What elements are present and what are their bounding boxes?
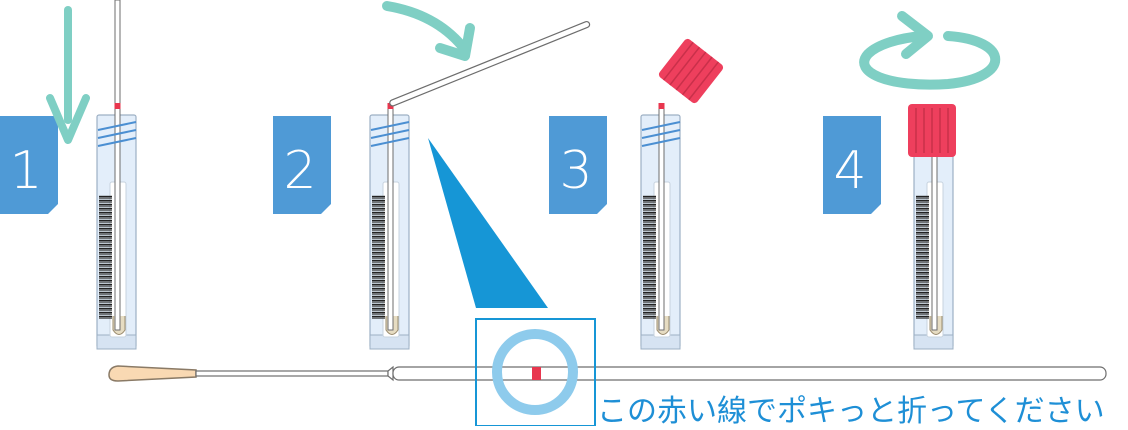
- step-2-number: 2: [283, 141, 316, 201]
- curve-arrow-icon: [435, 23, 475, 61]
- tilted-cap-icon: [658, 38, 724, 104]
- curve-arrow-shaft: [382, 1, 467, 51]
- step-4-badge: [823, 116, 881, 214]
- barcode: [99, 195, 112, 319]
- break-mark: [114, 103, 121, 109]
- step-2-badge: [273, 116, 331, 214]
- broken-stick: [389, 20, 591, 107]
- tube-2: [369, 103, 410, 350]
- swab-handle: [195, 370, 389, 377]
- tube-threads: [641, 121, 681, 147]
- step-3-number: 3: [559, 141, 592, 201]
- step-1-badge: [0, 116, 58, 214]
- swab-break-mark: [532, 367, 541, 380]
- barcode: [643, 195, 656, 319]
- tube-threads: [97, 121, 137, 147]
- tube-1: [96, 0, 137, 350]
- down-arrow-icon: [46, 94, 90, 144]
- swab: [108, 365, 1107, 382]
- caption-text: この赤い線でポキっと折ってください: [597, 394, 1105, 429]
- break-mark: [387, 103, 394, 109]
- step-1: 1: [0, 0, 137, 350]
- swab-stick-1: [114, 0, 121, 331]
- step-3: 3: [549, 38, 724, 350]
- step-4-number: 4: [833, 141, 866, 201]
- step-3-badge: [549, 116, 607, 214]
- barcode: [372, 195, 385, 319]
- rotate-arrow-icon: [897, 11, 933, 59]
- step-4: 4: [823, 11, 1001, 350]
- callout-wedge: [428, 138, 548, 308]
- break-mark: [658, 103, 665, 109]
- tube-threads: [370, 121, 410, 147]
- step-2: 2: [273, 1, 591, 350]
- tube-4: [908, 104, 956, 350]
- barcode: [916, 195, 929, 319]
- rotate-arrow-shaft: [859, 31, 1001, 90]
- step-1-number: 1: [9, 141, 42, 201]
- highlight-ring: [492, 329, 578, 415]
- tube-3: [640, 103, 681, 350]
- swab-tip: [108, 365, 197, 382]
- swab-stick-4: [931, 149, 938, 331]
